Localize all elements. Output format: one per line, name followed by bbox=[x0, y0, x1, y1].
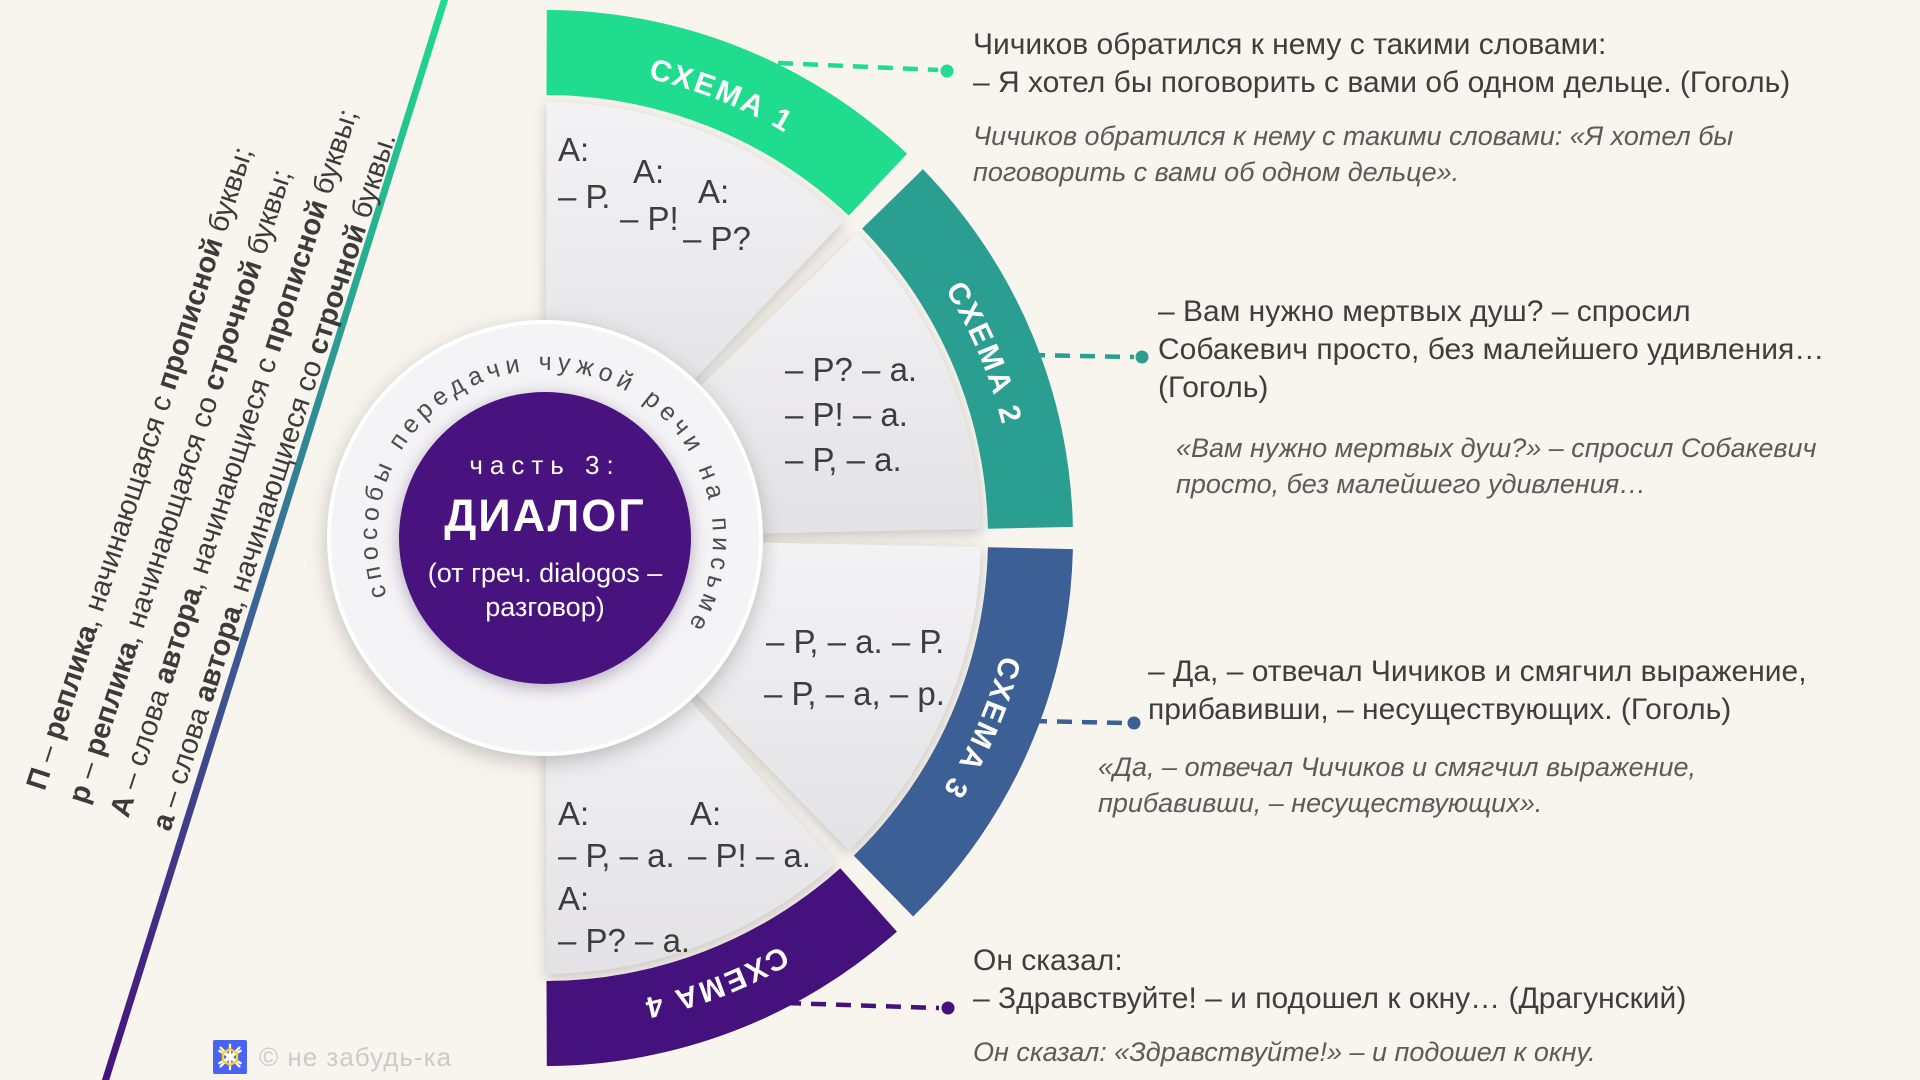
example-line: – Здравствуйте! – и подошел к окну… (Дра… bbox=[973, 982, 1687, 1015]
scheme1-pattern-a1: А: bbox=[558, 131, 590, 168]
scheme4-pattern-r3: – Р? – а. bbox=[558, 922, 691, 959]
scheme-3-band bbox=[853, 547, 1073, 917]
example-italic-line: поговорить с вами об одном дельце». bbox=[973, 157, 1460, 187]
scheme3-connector-dot bbox=[1127, 716, 1141, 730]
scheme4-pattern-r1: – Р, – а. bbox=[558, 837, 675, 874]
example-line: прибавивши, – несуществующих. (Гоголь) bbox=[1148, 693, 1732, 726]
center-origin: (от греч. dialogos – разговор) bbox=[395, 556, 695, 624]
copyright-text: © не забудь-ка bbox=[259, 1041, 453, 1072]
example-scheme3: – Да, – отвечал Чичиков и смягчил выраже… bbox=[1148, 653, 1807, 729]
example-italic-line: «Вам нужно мертвых душ?» – спросил Собак… bbox=[1176, 433, 1817, 463]
example-scheme1: Чичиков обратился к нему с такими словам… bbox=[973, 26, 1790, 102]
scheme1-pattern-r1: – Р. bbox=[558, 178, 611, 215]
center-disc bbox=[399, 392, 691, 684]
scheme-4-band bbox=[546, 868, 897, 1066]
scheme1-pattern-r2: – Р! bbox=[620, 200, 679, 237]
example-italic-line: Он сказал: «Здравствуйте!» – и подошел к… bbox=[973, 1037, 1596, 1067]
example-italic-line: просто, без малейшего удивления… bbox=[1176, 469, 1647, 499]
scheme3-pattern-1: – Р, – а. – Р. bbox=[766, 623, 945, 660]
watermark: © не забудь-ка bbox=[213, 1040, 452, 1074]
scheme-2-band bbox=[862, 169, 1073, 529]
scheme2-pattern-2: – Р! – а. bbox=[785, 396, 908, 433]
scheme1-pattern-r3: – Р? bbox=[683, 220, 751, 257]
scheme4-pattern-a3: А: bbox=[558, 880, 590, 917]
example-line: (Гоголь) bbox=[1158, 371, 1269, 404]
scheme2-pattern-1: – Р? – а. bbox=[785, 351, 918, 388]
example-scheme4: Он сказал: – Здравствуйте! – и подошел к… bbox=[973, 942, 1686, 1018]
scheme3-connector-line bbox=[1031, 718, 1127, 726]
example-line: – Да, – отвечал Чичиков и смягчил выраже… bbox=[1148, 655, 1807, 688]
scheme3-connector bbox=[1031, 716, 1141, 730]
scheme4-connector-dot bbox=[941, 1001, 955, 1015]
center-origin-line2: разговор) bbox=[485, 592, 605, 622]
example-line: Собакевич просто, без малейшего удивлени… bbox=[1158, 333, 1825, 366]
scheme4-pattern-a2: А: bbox=[690, 795, 722, 832]
scheme1-pattern-a3: А: bbox=[698, 173, 730, 210]
example-scheme3-italic: «Да, – отвечал Чичиков и смягчил выражен… bbox=[1098, 749, 1696, 821]
example-scheme2-italic: «Вам нужно мертвых душ?» – спросил Собак… bbox=[1176, 430, 1816, 502]
scheme2-connector-dot bbox=[1135, 350, 1149, 364]
scheme4-connector bbox=[785, 1000, 955, 1015]
scheme1-connector-dot bbox=[940, 64, 954, 78]
center-origin-line1: (от греч. dialogos – bbox=[427, 558, 663, 588]
diagonal-gradient-line bbox=[101, 0, 449, 1080]
scheme4-pattern-r2: – Р! – а. bbox=[688, 837, 811, 874]
scheme2-connector bbox=[1029, 350, 1149, 364]
scheme1-connector bbox=[777, 60, 954, 78]
example-italic-line: «Да, – отвечал Чичиков и смягчил выражен… bbox=[1098, 752, 1696, 782]
example-line: – Я хотел бы поговорить с вами об одном … bbox=[973, 66, 1791, 99]
center-part-label: часть 3: bbox=[469, 450, 621, 480]
example-scheme2: – Вам нужно мертвых душ? – спросил Собак… bbox=[1158, 293, 1824, 407]
example-italic-line: Чичиков обратился к нему с такими словам… bbox=[973, 121, 1734, 151]
example-line: Он сказал: bbox=[973, 944, 1123, 977]
scheme1-pattern-a2: А: bbox=[633, 153, 665, 190]
example-line: Чичиков обратился к нему с такими словам… bbox=[973, 28, 1607, 61]
scheme-1-band bbox=[546, 10, 908, 216]
scheme3-pattern-2: – Р, – а, – р. bbox=[764, 675, 945, 712]
snowflake-logo-icon bbox=[213, 1040, 247, 1074]
center-title: ДИАЛОГ bbox=[444, 490, 646, 541]
scheme4-connector-line bbox=[785, 1000, 940, 1011]
example-scheme1-italic: Чичиков обратился к нему с такими словам… bbox=[973, 118, 1733, 190]
scheme4-pattern-a1: А: bbox=[558, 795, 590, 832]
example-line: – Вам нужно мертвых душ? – спросил bbox=[1158, 295, 1691, 328]
example-scheme4-italic: Он сказал: «Здравствуйте!» – и подошел к… bbox=[973, 1034, 1596, 1070]
scheme2-pattern-3: – Р, – а. bbox=[785, 441, 902, 478]
scheme2-connector-line bbox=[1029, 352, 1135, 360]
scheme1-connector-line bbox=[777, 60, 939, 73]
example-italic-line: прибавивши, – несуществующих». bbox=[1098, 788, 1543, 818]
